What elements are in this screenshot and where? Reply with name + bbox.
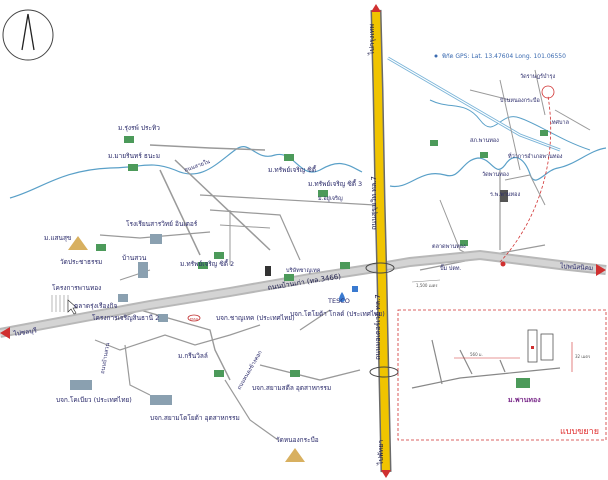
place-tesco: TESCO — [327, 297, 350, 305]
place-mayarin: ม.มายรินทร์ ธนะม — [108, 152, 160, 160]
west-arrow-icon — [0, 327, 10, 339]
to-pattaya-label: ไปพัทยา — [376, 440, 385, 466]
to-phanat-label: ไปพนัสนิคม — [559, 262, 594, 272]
inset-brand: ม.พานทอง — [508, 395, 541, 404]
river — [9, 146, 607, 199]
place-sub-district: ที่ว่าการอำเภอพานทอง — [508, 152, 563, 160]
place-temple-n: วัดพานทอง — [482, 171, 509, 178]
route-dotted-line — [499, 95, 552, 263]
south-arrow-highway-icon — [381, 470, 391, 478]
sai-nai-label: ถนนสายใน — [183, 158, 211, 174]
place-phanthong-project: โครงการพานทอง — [52, 284, 101, 292]
esso-logo — [187, 314, 201, 322]
place-kobelco: บจก.โคเบียว (ประเทศไทย) — [56, 396, 132, 404]
sukhumvit-lower-label: ถนนมอเตอร์เวย์ ทล.7 — [374, 294, 382, 360]
place-sanamkhet: บจก.สยามสตีล อุตสาหกรรม — [252, 384, 331, 392]
place-saensuk: ม.แสนสุข — [44, 234, 71, 242]
north-arrow-icon — [2, 9, 54, 61]
place-wat-prachatham: วัดประชาธรรม — [60, 258, 102, 266]
project-hatch — [51, 295, 69, 312]
inset-label: แบบขยาย — [560, 427, 599, 437]
place-city-hall: เทศบาล — [550, 119, 569, 126]
place-factory-north: บริษัทชาญเทค — [286, 267, 321, 274]
cursor-icon — [67, 299, 78, 315]
gps-text: พิกัด GPS: Lat. 13.47604 Long. 101.06550 — [442, 53, 566, 60]
inset-dist-horizontal: 560 ม. — [470, 352, 483, 357]
inset-building — [527, 329, 554, 363]
target-circle — [541, 85, 555, 99]
overpass-lower — [369, 366, 399, 378]
sukhumvit-upper-label: ถนนสุขุมวิท ทล.7 — [370, 176, 378, 230]
place-sup-charoen2: ม.ทรัพย์เจริญ ซิตี้ 2 — [180, 259, 234, 268]
place-sanam-toyota: บจก.สยามโตโยต้า อุตสาหกรรม — [150, 414, 240, 422]
inset-roads — [411, 339, 561, 389]
dist-marker: 1,500 เมตร — [416, 283, 438, 288]
place-subdist2: ร.พ.พานทอง — [490, 192, 520, 198]
main-road — [0, 249, 607, 338]
dist-line — [411, 279, 441, 283]
to-chonburi-label: ไปชลบุรี — [12, 326, 38, 338]
place-rungrot: ม.รุ่งรพ์ ประทิว — [118, 124, 160, 132]
place-wat-nong: วัดหนองกระบือ — [276, 436, 319, 444]
place-toyota-prachin: บจก.โตโยต้า โกลด์ (ประเทศไทย) — [290, 310, 385, 318]
place-sup-charoen3: ม.ทรัพย์เจริญ ซิตี้ 3 — [308, 179, 362, 188]
river-canal — [387, 56, 561, 152]
building-icons — [70, 190, 508, 405]
esso-label: ESSO — [190, 317, 199, 321]
info-dot-icon — [434, 54, 438, 58]
place-police: สภ.พานทอง — [470, 137, 499, 144]
tesco-drop-icon — [339, 292, 345, 302]
north-arrow-highway-icon — [371, 4, 381, 12]
place-sup-charoen1: ม.ทรัพย์เจริญ ซิตี้ — [268, 165, 317, 174]
place-talat-rungruang: ตลาดรุ่งเรืองกิจ — [74, 302, 117, 310]
place-wat-phra: วัดราษฎร์บำรุง — [520, 73, 556, 80]
place-kungthep: ม.กรีนวิลล์ — [178, 352, 208, 360]
overpass-upper — [365, 262, 395, 274]
temple-icons — [68, 236, 305, 462]
ban-suan-road-label: ถนนบ้านสวน — [99, 342, 111, 374]
place-market-n: ตลาดพานทอง — [432, 244, 466, 250]
place-school: โรงเรียนสารวิทย์ อินเตอร์ — [126, 220, 198, 228]
place-mapping-n1: บ้านหนองกระบือ — [500, 97, 540, 104]
place-ban-suan: บ้านสวน — [122, 254, 147, 262]
to-bangkok-label: ไปกรุงเทพ — [367, 24, 376, 56]
place-ptt: ปั๊ม ปตท. — [440, 264, 462, 272]
inset-box — [397, 309, 607, 441]
place-charoen-sin: โครงการเจริญสินธานี 2 — [92, 314, 159, 322]
place-house1: ม.อยู่เจริญ — [318, 195, 343, 202]
east-arrow-icon — [596, 264, 606, 276]
house-icons — [96, 130, 548, 377]
inset-brand-icon — [516, 378, 530, 388]
inset-dist-vertical: 32 เมตร — [575, 354, 591, 359]
target-marker — [500, 261, 506, 267]
place-sanam-chai: บจก.ชาญเทค (ประเทศไทย) — [216, 314, 295, 322]
